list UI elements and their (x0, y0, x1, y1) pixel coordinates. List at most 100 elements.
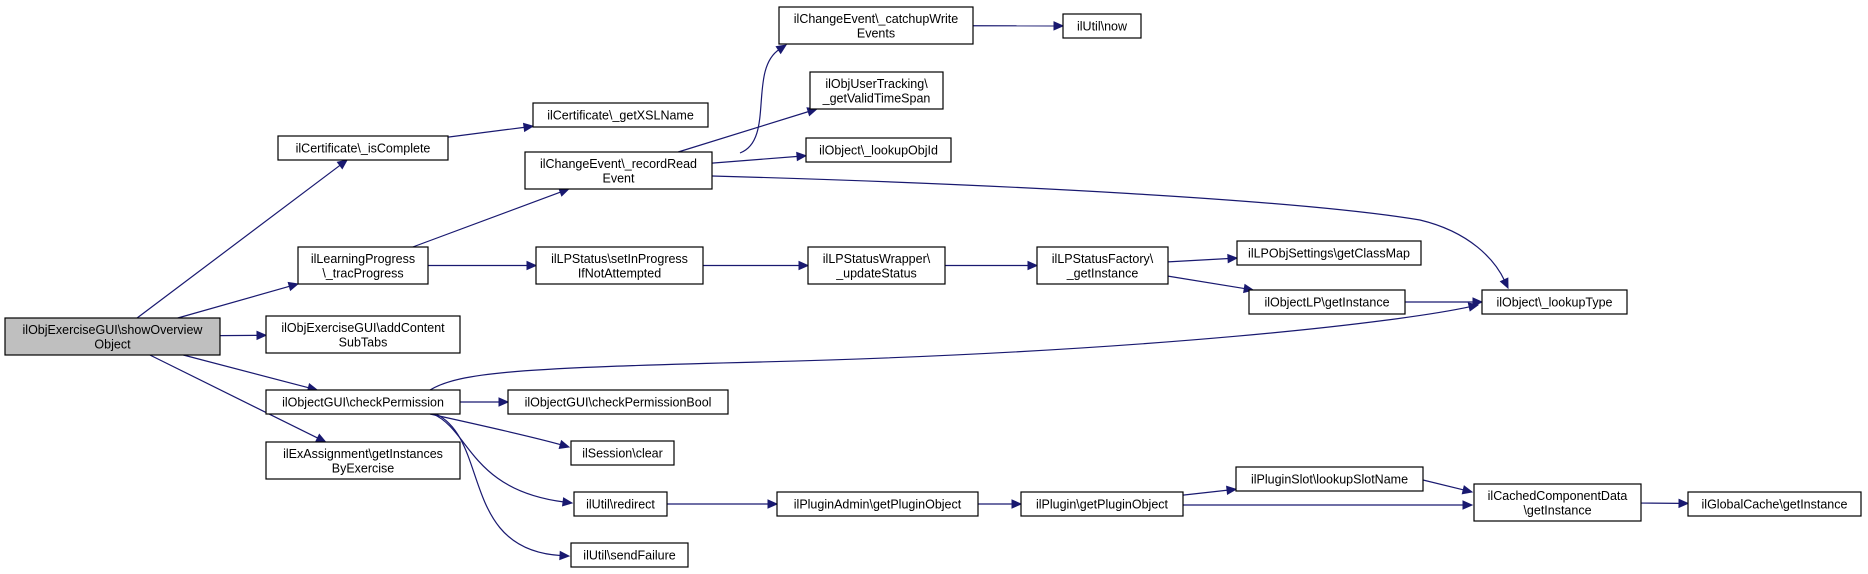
node-box (776, 491, 979, 517)
node-getClassMap[interactable]: ilLPObjSettings\getClassMap (1236, 240, 1422, 266)
node-lookupObjId[interactable]: ilObject\_lookupObjId (805, 137, 952, 163)
node-label: \getInstance (1523, 503, 1591, 517)
node-box (1036, 246, 1169, 285)
node-label: IfNotAttempted (578, 266, 661, 280)
edge-line (739, 48, 780, 154)
node-label: ilLPStatusFactory\ (1052, 252, 1154, 266)
node-box (1248, 289, 1406, 315)
edge-pluginAdmin-to-pluginGet (978, 499, 1023, 509)
arrowhead-icon (256, 330, 268, 341)
edge-line (1167, 275, 1246, 290)
node-label: ilPlugin\getPluginObject (1036, 498, 1169, 512)
edge-line (711, 175, 1506, 281)
node-box (4, 317, 221, 356)
edge-recordRead-to-lookupObjId (711, 151, 808, 164)
call-edges (136, 21, 1690, 561)
node-label: ilLearningProgress (311, 252, 415, 266)
arrowhead-icon (526, 260, 538, 271)
edge-recordRead-to-objUserTrack (677, 107, 819, 153)
edge-line (432, 413, 565, 503)
node-checkPermBool[interactable]: ilObjectGUI\checkPermissionBool (507, 389, 729, 415)
arrowhead-icon (798, 260, 810, 271)
node-utilNow[interactable]: ilUtil\now (1062, 13, 1142, 39)
node-box (1481, 289, 1628, 315)
node-label: ilObjectGUI\checkPermission (282, 396, 444, 410)
arrowhead-icon (522, 122, 535, 133)
node-pluginAdmin[interactable]: ilPluginAdmin\getPluginObject (776, 491, 979, 517)
arrowhead-icon (314, 433, 327, 443)
node-redirect[interactable]: ilUtil\redirect (573, 491, 668, 517)
node-label: Events (857, 26, 895, 40)
node-box (297, 246, 429, 285)
arrowhead-icon (1462, 500, 1474, 510)
node-pluginGet[interactable]: ilPlugin\getPluginObject (1020, 491, 1184, 517)
node-label: _getInstance (1066, 266, 1139, 280)
node-box (1473, 483, 1642, 522)
node-sendFailure[interactable]: ilUtil\sendFailure (570, 542, 689, 568)
node-updateStatus[interactable]: ilLPStatusWrapper\_updateStatus (807, 246, 946, 285)
arrowhead-icon (1226, 485, 1238, 496)
node-label: \_tracProgress (322, 266, 403, 280)
node-label: ilObjExerciseGUI\showOverview (23, 323, 204, 337)
node-label: ilCertificate\_getXSLName (547, 109, 694, 123)
edge-catchup-to-utilNow (972, 21, 1065, 31)
node-label: ilLPObjSettings\getClassMap (1248, 247, 1410, 261)
node-box (535, 246, 704, 285)
node-lookupType[interactable]: ilObject\_lookupType (1481, 289, 1628, 315)
arrowhead-icon (498, 397, 510, 407)
arrowhead-icon (1011, 499, 1023, 509)
node-checkPerm[interactable]: ilObjectGUI\checkPermission (265, 389, 461, 415)
arrowhead-icon (1678, 498, 1690, 509)
edge-lpTrac-to-recordRead (412, 187, 570, 248)
edge-line (1182, 489, 1229, 496)
node-label: ilUtil\redirect (586, 498, 655, 512)
edge-root-to-certComplete (136, 159, 349, 319)
node-label: ilLPStatus\setInProgress (551, 252, 688, 266)
edge-line (1167, 257, 1230, 263)
edge-updateStatus-to-statusFactory (945, 260, 1039, 271)
node-label: ilUtil\sendFailure (583, 549, 675, 563)
node-label: ilChangeEvent\_catchupWrite (794, 12, 958, 26)
node-certXSL[interactable]: ilCertificate\_getXSLName (532, 102, 709, 128)
node-box (507, 389, 729, 415)
node-sessionClear[interactable]: ilSession\clear (570, 440, 675, 466)
edge-recordRead-to-lookupType (711, 175, 1509, 290)
node-lpTrac[interactable]: ilLearningProgress\_tracProgress (297, 246, 429, 285)
edge-line (429, 306, 1471, 391)
node-label: ilObjExerciseGUI\addContent (281, 321, 445, 335)
edge-line (136, 164, 342, 319)
edge-line (677, 110, 810, 153)
node-certComplete[interactable]: ilCertificate\_isComplete (277, 135, 449, 161)
node-statusFactory[interactable]: ilLPStatusFactory\_getInstance (1036, 246, 1169, 285)
arrowhead-icon (796, 151, 808, 162)
edge-line (1422, 479, 1465, 491)
node-box (524, 151, 713, 190)
node-globalCache[interactable]: ilGlobalCache\getInstance (1687, 491, 1862, 517)
arrowhead-icon (287, 281, 300, 292)
node-label: ilPluginAdmin\getPluginObject (794, 498, 962, 512)
node-label: Event (603, 171, 635, 185)
node-box (1020, 491, 1184, 517)
edge-checkPerm-to-lookupType (429, 302, 1480, 391)
node-slotName[interactable]: ilPluginSlot\lookupSlotName (1235, 466, 1424, 492)
node-box (570, 542, 689, 568)
edge-checkPerm-to-sessionClear (429, 413, 571, 450)
node-label: ilLPStatusWrapper\ (823, 252, 931, 266)
node-cachedComp[interactable]: ilCachedComponentData\getInstance (1473, 483, 1642, 522)
edge-redirect-to-pluginAdmin (667, 499, 779, 509)
node-box (265, 441, 461, 480)
node-objUserTrack[interactable]: ilObjUserTracking\_getValidTimeSpan (809, 71, 944, 110)
edge-line (412, 191, 562, 248)
node-label: ByExercise (332, 461, 395, 475)
arrowhead-icon (561, 497, 574, 507)
node-box (778, 6, 974, 45)
node-objectLP[interactable]: ilObjectLP\getInstance (1248, 289, 1406, 315)
